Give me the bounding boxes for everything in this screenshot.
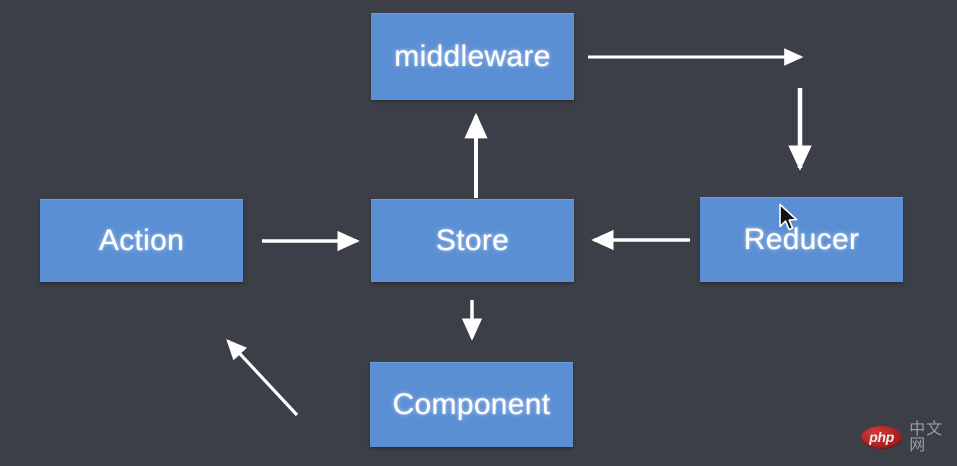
node-middleware-label: middleware bbox=[394, 40, 551, 73]
node-component[interactable]: Component bbox=[370, 362, 573, 447]
watermark-site-text: 中文网 bbox=[909, 419, 944, 454]
node-action-label: Action bbox=[98, 224, 185, 257]
node-middleware[interactable]: middleware bbox=[371, 13, 574, 100]
watermark: php 中文网 bbox=[861, 421, 957, 453]
edge-component-to-action bbox=[226, 339, 299, 417]
node-component-label: Component bbox=[392, 388, 551, 421]
php-logo-text: php bbox=[869, 429, 894, 445]
node-reducer[interactable]: Reducer bbox=[700, 197, 903, 282]
node-action[interactable]: Action bbox=[40, 199, 243, 282]
node-reducer-label: Reducer bbox=[743, 223, 860, 256]
php-logo-icon: php bbox=[861, 425, 903, 449]
node-store[interactable]: Store bbox=[371, 199, 574, 282]
node-store-label: Store bbox=[435, 224, 510, 257]
